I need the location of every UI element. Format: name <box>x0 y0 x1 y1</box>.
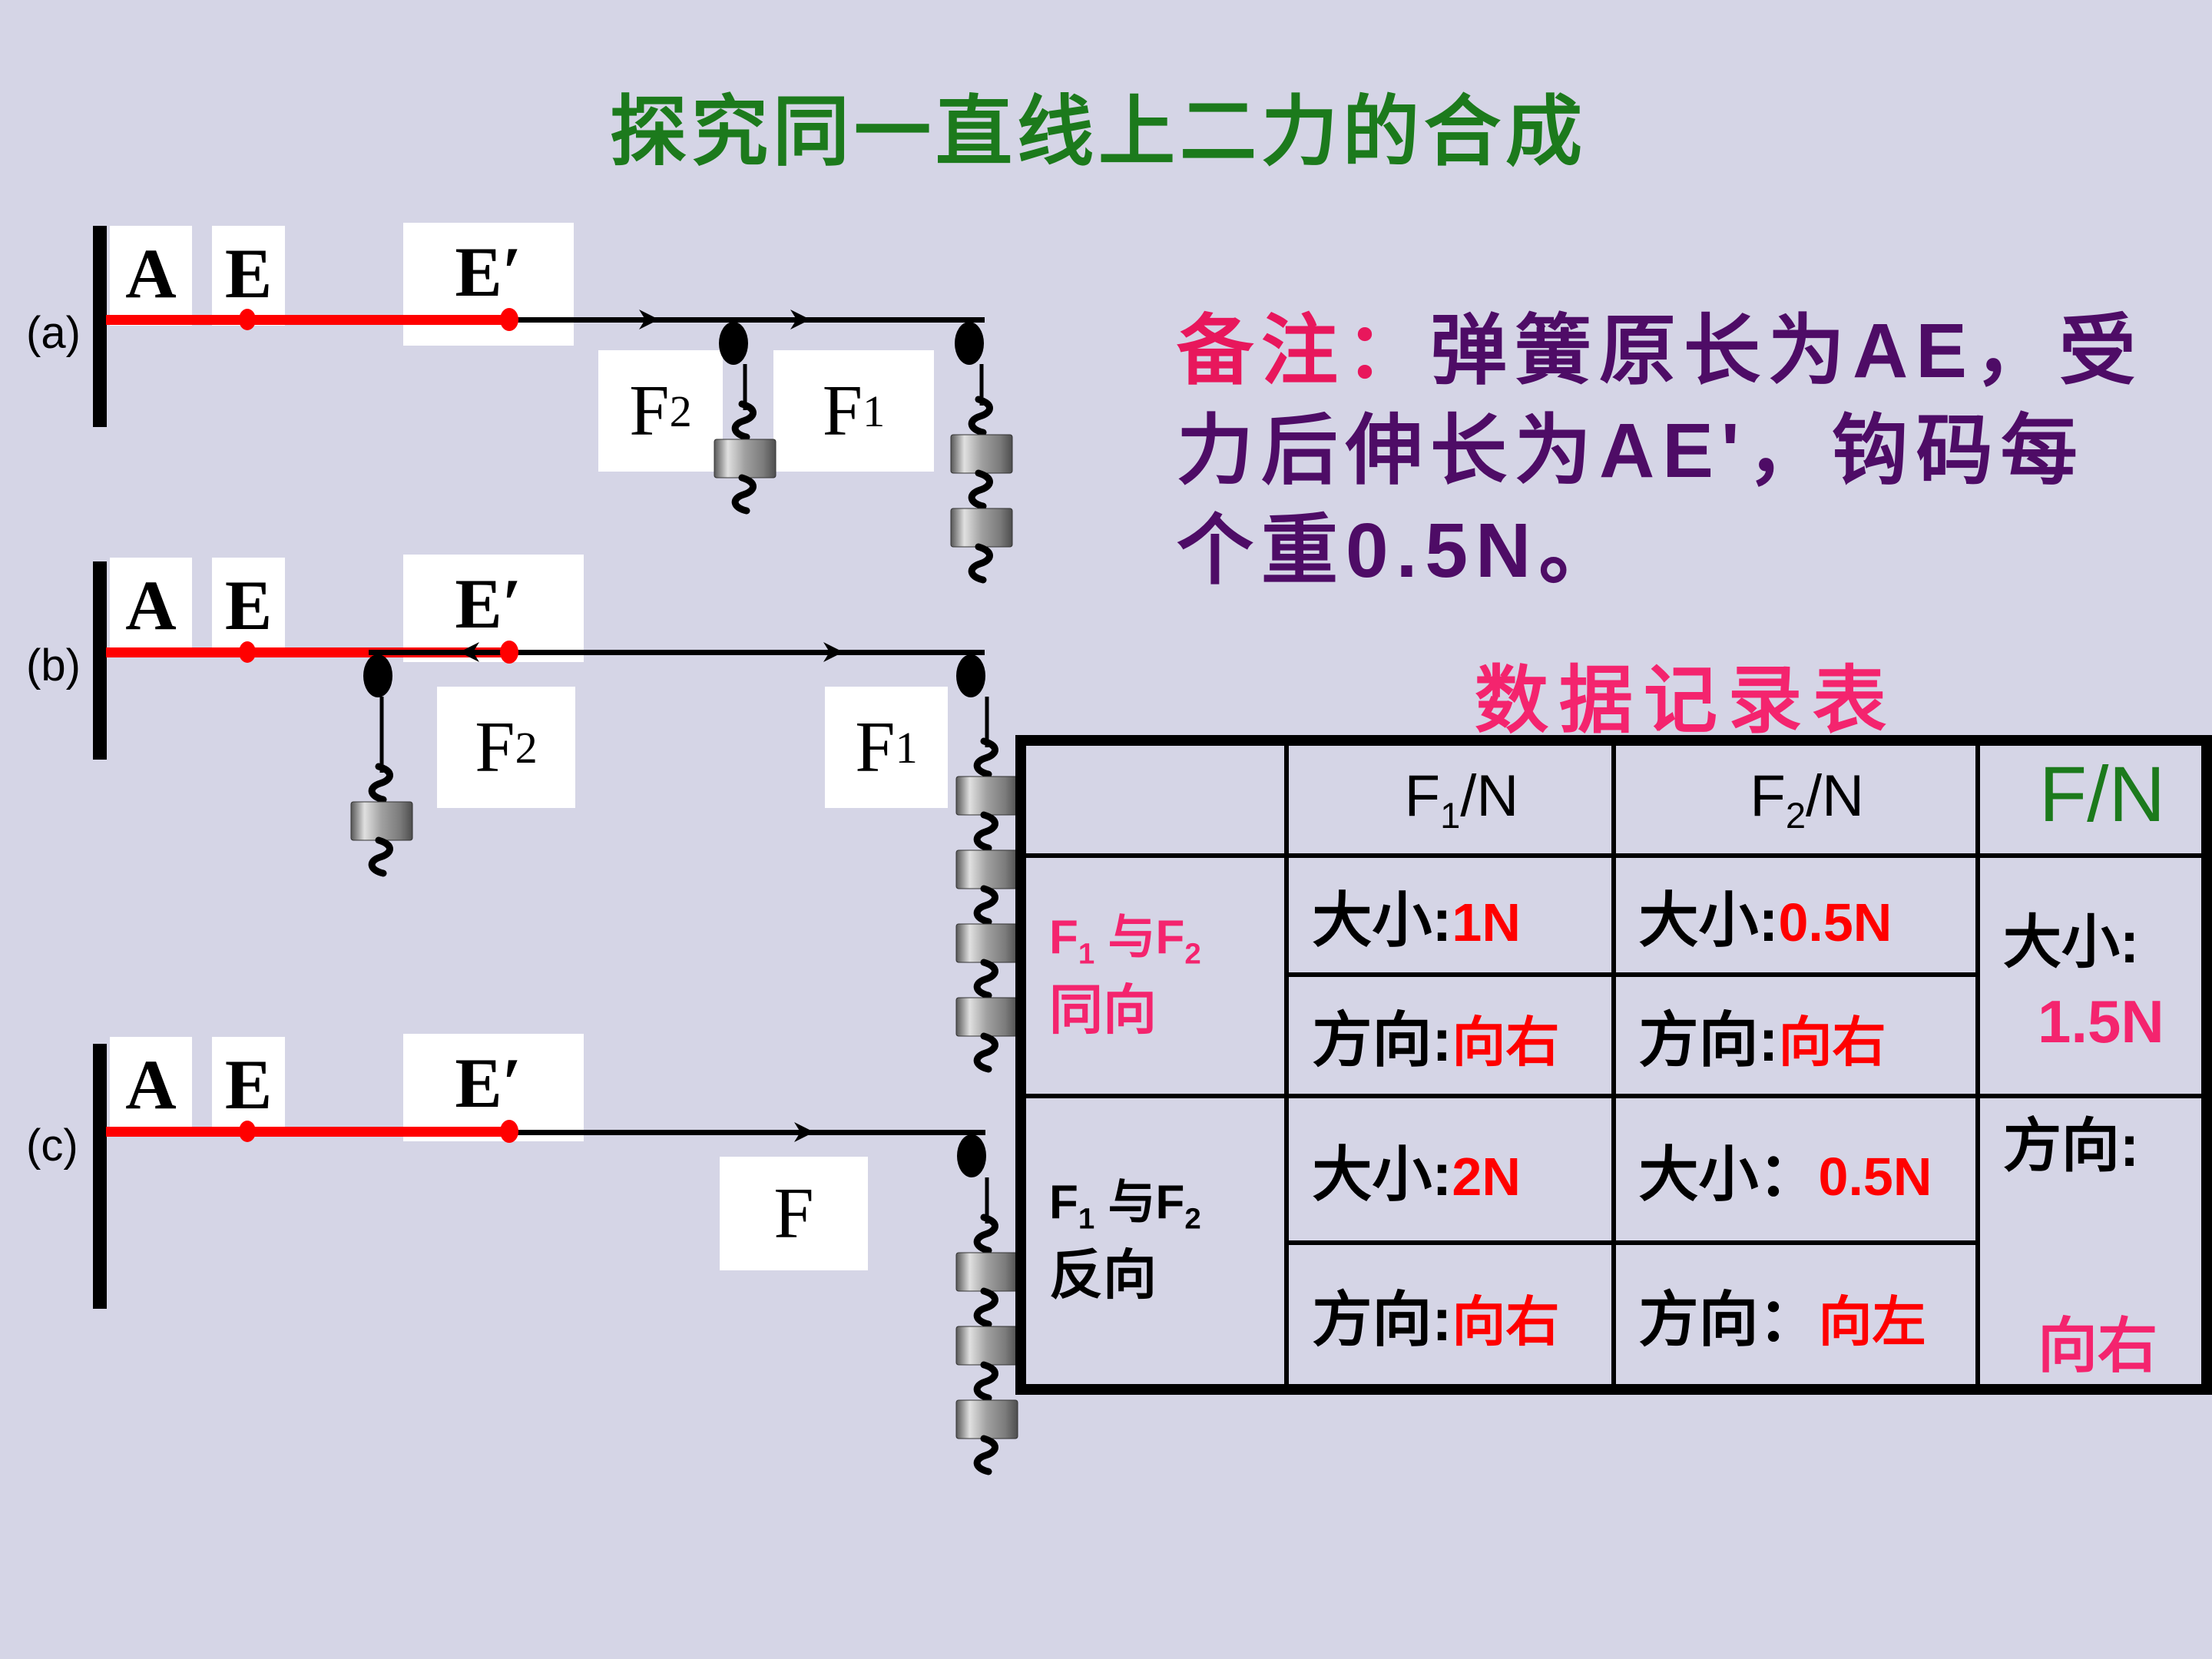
point-label-c-A: A <box>125 1045 177 1124</box>
weight-stack-b-F1 <box>955 697 1018 1073</box>
header-FN: F/N <box>1975 738 2210 858</box>
label-box-b-F2 <box>437 687 575 808</box>
pulley-a-mid <box>719 322 748 365</box>
cell-g2-f2-size: 大小：0.5N <box>1611 1094 1980 1245</box>
cell-g1-result: 大小: 1.5N <box>1975 853 2210 1098</box>
force-letter: F <box>475 707 515 787</box>
wall-c <box>93 1044 107 1309</box>
label-box-c-A <box>110 1037 192 1137</box>
rowgroup-opposite-direction: F1 与F2 反向 <box>1018 1094 1290 1392</box>
pulley-a-right <box>955 322 984 365</box>
force-label-c-F: F <box>720 1157 868 1270</box>
slide-title: 探究同一直线上二力的合成 <box>610 90 1587 175</box>
diagram-c-tag: (c) <box>26 1121 78 1171</box>
label-box-b-F1 <box>825 687 948 808</box>
label-box-c-E <box>212 1037 285 1137</box>
pulley-b-right <box>956 654 985 697</box>
header-F1N: F1/N <box>1284 738 1616 858</box>
point-label-a-A: A <box>125 234 177 313</box>
label-box-b-E <box>212 558 285 657</box>
point-label-a-Eprime: E′ <box>455 233 522 311</box>
diagram-a-tag: (a) <box>26 308 81 358</box>
arrow-right-a-1 <box>639 310 659 329</box>
cell-g2-f1-dir: 方向:向右 <box>1284 1240 1616 1392</box>
note-line2: 力后伸长为AE'，钩码每 <box>1177 408 2085 494</box>
force-letter: F <box>855 707 896 787</box>
force-subscript: 2 <box>669 386 692 436</box>
note-prefix: 备注： <box>1177 308 1430 394</box>
data-record-table: F1/N F2/N F/N F1 与F2 同向 大小:1N 大小:0.5N 大小… <box>1015 735 2212 1395</box>
data-table-title: 数据记录表 <box>1475 660 1897 742</box>
weight-stack-a-F1 <box>950 364 1013 584</box>
result-direction: 向右 <box>2037 1312 2157 1379</box>
label-box-a-F2 <box>598 350 723 472</box>
force-letter: F <box>629 371 670 451</box>
label-box-a-A <box>110 226 192 326</box>
pulley-b-left <box>363 654 392 697</box>
force-subscript: 2 <box>515 722 538 773</box>
label-box-c-F <box>720 1157 868 1270</box>
cell-g2-f2-dir: 方向：向左 <box>1611 1240 1980 1392</box>
arrow-right-a-2 <box>790 310 810 329</box>
cell-g2-result: 方向: 向右 <box>1975 1094 2210 1392</box>
cell-g1-f2-dir: 方向:向右 <box>1611 972 1980 1098</box>
table-row-opp-dir-size: F1 与F2 反向 大小:2N 大小：0.5N 方向: 向右 <box>1018 1094 2210 1392</box>
note-line1: 弹簧原长为AE，受 <box>1430 308 2144 394</box>
force-letter: F <box>773 1174 814 1253</box>
weight-stack-b-F2 <box>350 697 413 877</box>
force-letter: F <box>822 371 863 451</box>
label-box-b-A <box>110 558 192 657</box>
label-box-b-Eprime <box>403 555 584 662</box>
label-box-c-Eprime <box>403 1034 584 1141</box>
label-box-a-F1 <box>773 350 934 472</box>
rowgroup-same-direction: F1 与F2 同向 <box>1018 853 1290 1098</box>
wall-b <box>93 561 107 760</box>
table-header-row: F1/N F2/N F/N <box>1018 738 2210 858</box>
weight-stack-c-F <box>955 1177 1018 1475</box>
cell-g1-f1-dir: 方向:向右 <box>1284 972 1616 1098</box>
arrow-right-c <box>794 1122 814 1142</box>
point-label-b-Eprime: E′ <box>455 565 522 643</box>
force-subscript: 1 <box>895 722 918 773</box>
header-empty-cell <box>1018 738 1290 858</box>
weight-stack-a-F2 <box>714 364 777 515</box>
arrow-right-b <box>823 642 843 662</box>
label-box-a-Eprime <box>403 223 574 346</box>
cell-g1-f1-size: 大小:1N <box>1284 853 1616 977</box>
force-subscript: 1 <box>863 386 886 436</box>
table-row-opp-dir-direction: 方向:向右 方向：向左 <box>1021 1240 2207 1392</box>
note-line3: 个重0.5N。 <box>1177 508 1624 594</box>
point-label-a-E: E <box>224 234 273 313</box>
point-label-c-Eprime: E′ <box>455 1044 522 1122</box>
note-text: 备注：弹簧原长为AE，受 力后伸长为AE'，钩码每 个重0.5N。 <box>1177 301 2212 601</box>
cell-g1-f2-size: 大小:0.5N <box>1611 853 1980 977</box>
result-magnitude: 1.5N <box>2037 988 2164 1055</box>
table-row-same-dir-direction: 方向:向右 方向:向右 <box>1021 972 2207 1098</box>
table-row-same-dir-size: F1 与F2 同向 大小:1N 大小:0.5N 大小: 1.5N <box>1018 853 2210 1098</box>
point-label-b-A: A <box>125 566 177 644</box>
point-label-c-E: E <box>224 1045 273 1124</box>
pulley-c <box>957 1134 986 1177</box>
header-F2N: F2/N <box>1611 738 1980 858</box>
wall-a <box>93 226 107 427</box>
string-a-horizontal <box>509 317 985 323</box>
cell-g2-f1-size: 大小:2N <box>1284 1094 1616 1245</box>
diagram-b-tag: (b) <box>26 641 81 690</box>
point-label-b-E: E <box>224 566 273 644</box>
